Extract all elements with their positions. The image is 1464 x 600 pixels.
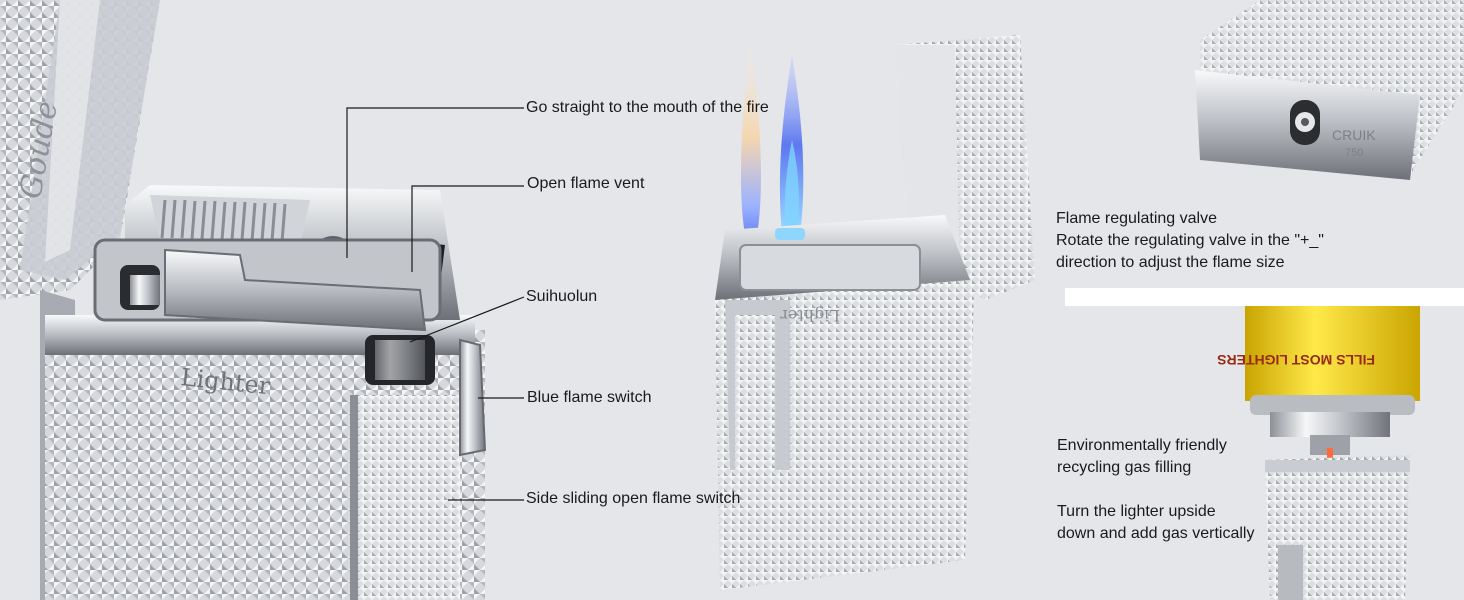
callout-blue-flame-switch: Blue flame switch (527, 389, 652, 406)
callout-open-flame-vent: Open flame vent (527, 175, 645, 192)
refill-line2: recycling gas filling (1057, 459, 1192, 476)
valve-line2: direction to adjust the flame size (1056, 254, 1285, 271)
gas-canister-photo: FILLS MOST LIGHTERS (1217, 306, 1420, 600)
callout-side-sliding-switch: Side sliding open flame switch (526, 490, 741, 507)
callout-fire-mouth: Go straight to the mouth of the fire (526, 99, 769, 116)
callout-suihuolun: Suihuolun (526, 288, 598, 305)
refill-line3: Turn the lighter upside (1057, 503, 1216, 520)
refill-line4: down and add gas vertically (1057, 525, 1255, 542)
valve-title: Flame regulating valve (1056, 210, 1217, 227)
valve-number-text: 750 (1345, 147, 1363, 159)
lighter-photo-flame: Lighter (715, 35, 1035, 590)
brand-engraving-mirrored: Lighter (780, 306, 840, 325)
refill-description: Environmentally friendly recycling gas f… (1057, 435, 1254, 545)
valve-brand-text: CRUIK (1332, 127, 1376, 143)
valve-photo: CRUIK 750 (1065, 0, 1464, 306)
refill-line1: Environmentally friendly (1057, 437, 1227, 454)
callout-leader-lines (346, 107, 525, 501)
lighter-photo-closeup: Goude Lighter (0, 0, 487, 600)
valve-line1: Rotate the regulating valve in the "+_" (1056, 232, 1324, 249)
canister-label: FILLS MOST LIGHTERS (1217, 352, 1375, 368)
valve-description: Flame regulating valve Rotate the regula… (1056, 208, 1324, 274)
